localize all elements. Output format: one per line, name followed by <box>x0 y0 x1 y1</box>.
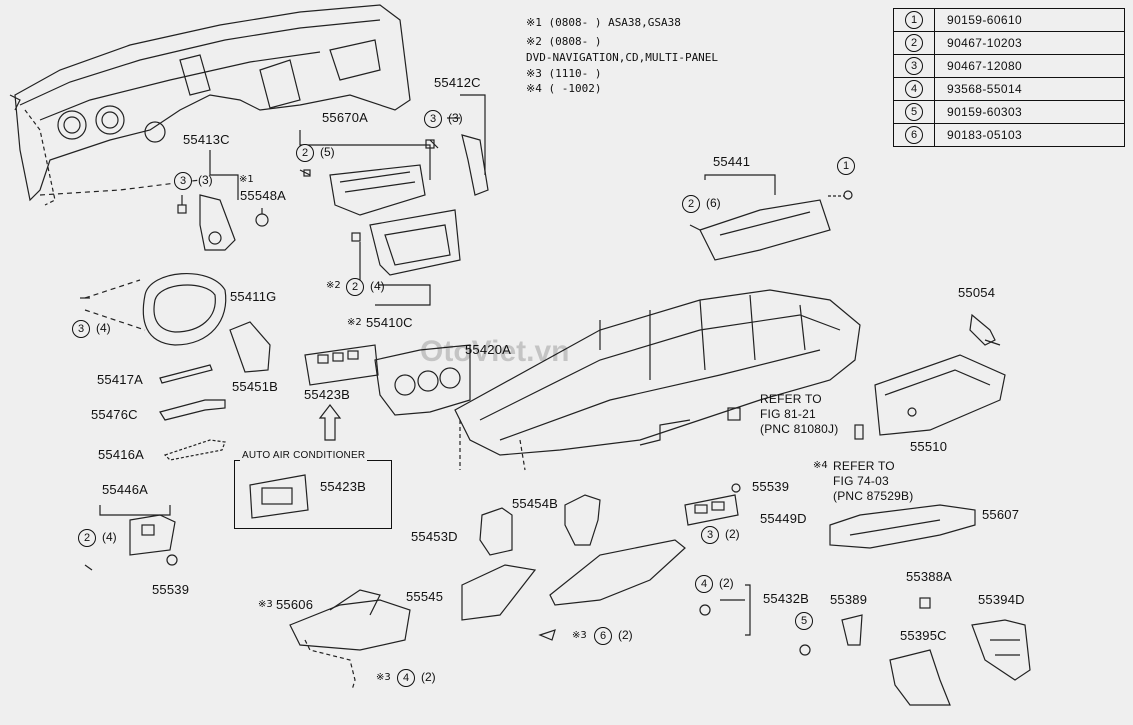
note-1: ※1 (0808- ) ASA38,GSA38 <box>526 16 681 29</box>
refer-note-2-line3: (PNC 87529B) <box>833 489 914 503</box>
ref-number: 1 <box>905 11 923 29</box>
refer-note-2-line2: FIG 74-03 <box>833 474 889 488</box>
ref-part-number: 90467-12080 <box>934 54 1125 78</box>
ref-part-number: 90467-10203 <box>934 31 1125 55</box>
table-row: 5 90159-60303 <box>893 100 1125 124</box>
callout-qty: (4) <box>96 321 111 335</box>
fastener-reference-table: 1 90159-60610 2 90467-10203 3 90467-12080 4… <box>893 8 1125 147</box>
part-label-55510: 55510 <box>910 439 948 454</box>
part-label-55416A: 55416A <box>98 447 145 462</box>
part-label-55388A: 55388A <box>906 569 953 584</box>
part-label-55423B: 55423B <box>304 387 351 402</box>
marker-1: ※1 <box>239 174 254 185</box>
part-label-55054: 55054 <box>958 285 996 300</box>
part-label-55548A: 55548A <box>240 188 287 203</box>
part-label-55432B: 55432B <box>763 591 810 606</box>
part-label-55607: 55607 <box>982 507 1020 522</box>
dashboard-upper-panel-drawing <box>9 4 411 206</box>
part-label-55410C: 55410C <box>366 315 413 330</box>
part-label-55670A: 55670A <box>322 110 369 125</box>
callout-circle: 4 <box>695 575 713 593</box>
marker-3c: ※3 <box>376 672 391 683</box>
part-label-55417A: 55417A <box>97 372 144 387</box>
ref-number: 4 <box>905 80 923 98</box>
refer-note-1-line3: (PNC 81080J) <box>760 422 839 436</box>
part-label-55412C: 55412C <box>434 75 481 90</box>
callout-qty: (4) <box>370 279 385 293</box>
callout-qty: (5) <box>320 145 335 159</box>
auto-air-conditioner-box <box>234 460 392 529</box>
ref-part-number: 90159-60610 <box>934 8 1125 32</box>
marker-3b: ※3 <box>572 630 587 641</box>
marker-3a: ※3 <box>258 599 273 610</box>
part-label-55454B: 55454B <box>512 496 559 511</box>
callout-circle: 2 <box>346 278 364 296</box>
marker-4: ※4 <box>813 460 828 471</box>
table-row: 4 93568-55014 <box>893 77 1125 101</box>
callout-qty: (4) <box>102 530 117 544</box>
callout-circle: 3 <box>174 172 192 190</box>
part-label-55449D: 55449D <box>760 511 807 526</box>
part-label-55545: 55545 <box>406 589 444 604</box>
part-label-55451B: 55451B <box>232 379 279 394</box>
part-label-55395C: 55395C <box>900 628 947 643</box>
part-label-55606: 55606 <box>276 597 314 612</box>
marker-2b: ※2 <box>347 317 362 328</box>
part-label-55446A: 55446A <box>102 482 149 497</box>
part-label-55389: 55389 <box>830 592 868 607</box>
note-5: ※4 ( -1002) <box>526 82 602 95</box>
table-row: 2 90467-10203 <box>893 31 1125 55</box>
callout-qty: (2) <box>618 628 633 642</box>
callout-qty: (3) <box>198 173 213 187</box>
callout-circle: 2 <box>682 195 700 213</box>
table-row: 3 90467-12080 <box>893 54 1125 78</box>
callout-qty: (3) <box>448 111 463 125</box>
auto-air-conditioner-caption: AUTO AIR CONDITIONER <box>240 449 368 463</box>
ref-number: 6 <box>905 126 923 144</box>
ref-part-number: 90159-60303 <box>934 100 1125 124</box>
refer-note-2-line1: REFER TO <box>833 459 895 473</box>
callout-qty: (2) <box>421 670 436 684</box>
callout-circle: 1 <box>837 157 855 175</box>
part-label-55394D: 55394D <box>978 592 1025 607</box>
refer-note-1-line2: FIG 81-21 <box>760 407 816 421</box>
callout-circle: 4 <box>397 669 415 687</box>
callout-circle: 6 <box>594 627 612 645</box>
refer-note-1-line1: REFER TO <box>760 392 822 406</box>
part-label-55453D: 55453D <box>411 529 458 544</box>
note-2: ※2 (0808- ) <box>526 35 602 48</box>
callout-circle: 5 <box>795 612 813 630</box>
part-label-55441: 55441 <box>713 154 751 169</box>
callout-circle: 3 <box>701 526 719 544</box>
part-label-55411G: 55411G <box>230 289 277 304</box>
table-row: 1 90159-60610 <box>893 8 1125 32</box>
note-3: DVD-NAVIGATION,CD,MULTI-PANEL <box>526 51 719 64</box>
dashboard-reinforcement-drawing <box>454 289 861 471</box>
ref-part-number: 90183-05103 <box>934 123 1125 147</box>
callout-qty: (2) <box>719 576 734 590</box>
part-label-55476C: 55476C <box>91 407 138 422</box>
part-label-55420A: 55420A <box>465 342 512 357</box>
watermark: OtoViet.vn <box>420 335 570 368</box>
part-label-55539-b: 55539 <box>152 582 190 597</box>
callout-qty: (6) <box>706 196 721 210</box>
callout-circle: 2 <box>296 144 314 162</box>
part-label-55423B-auto: 55423B <box>320 479 367 494</box>
part-label-55539: 55539 <box>752 479 790 494</box>
callout-circle: 3 <box>424 110 442 128</box>
callout-circle: 3 <box>72 320 90 338</box>
ref-number: 3 <box>905 57 923 75</box>
part-label-55413C: 55413C <box>183 132 230 147</box>
ref-number: 2 <box>905 34 923 52</box>
marker-2: ※2 <box>326 280 341 291</box>
ref-number: 5 <box>905 103 923 121</box>
callout-qty: (2) <box>725 527 740 541</box>
ref-part-number: 93568-55014 <box>934 77 1125 101</box>
callout-circle: 2 <box>78 529 96 547</box>
table-row: 6 90183-05103 <box>893 123 1125 147</box>
note-4: ※3 (1110- ) <box>526 67 602 80</box>
